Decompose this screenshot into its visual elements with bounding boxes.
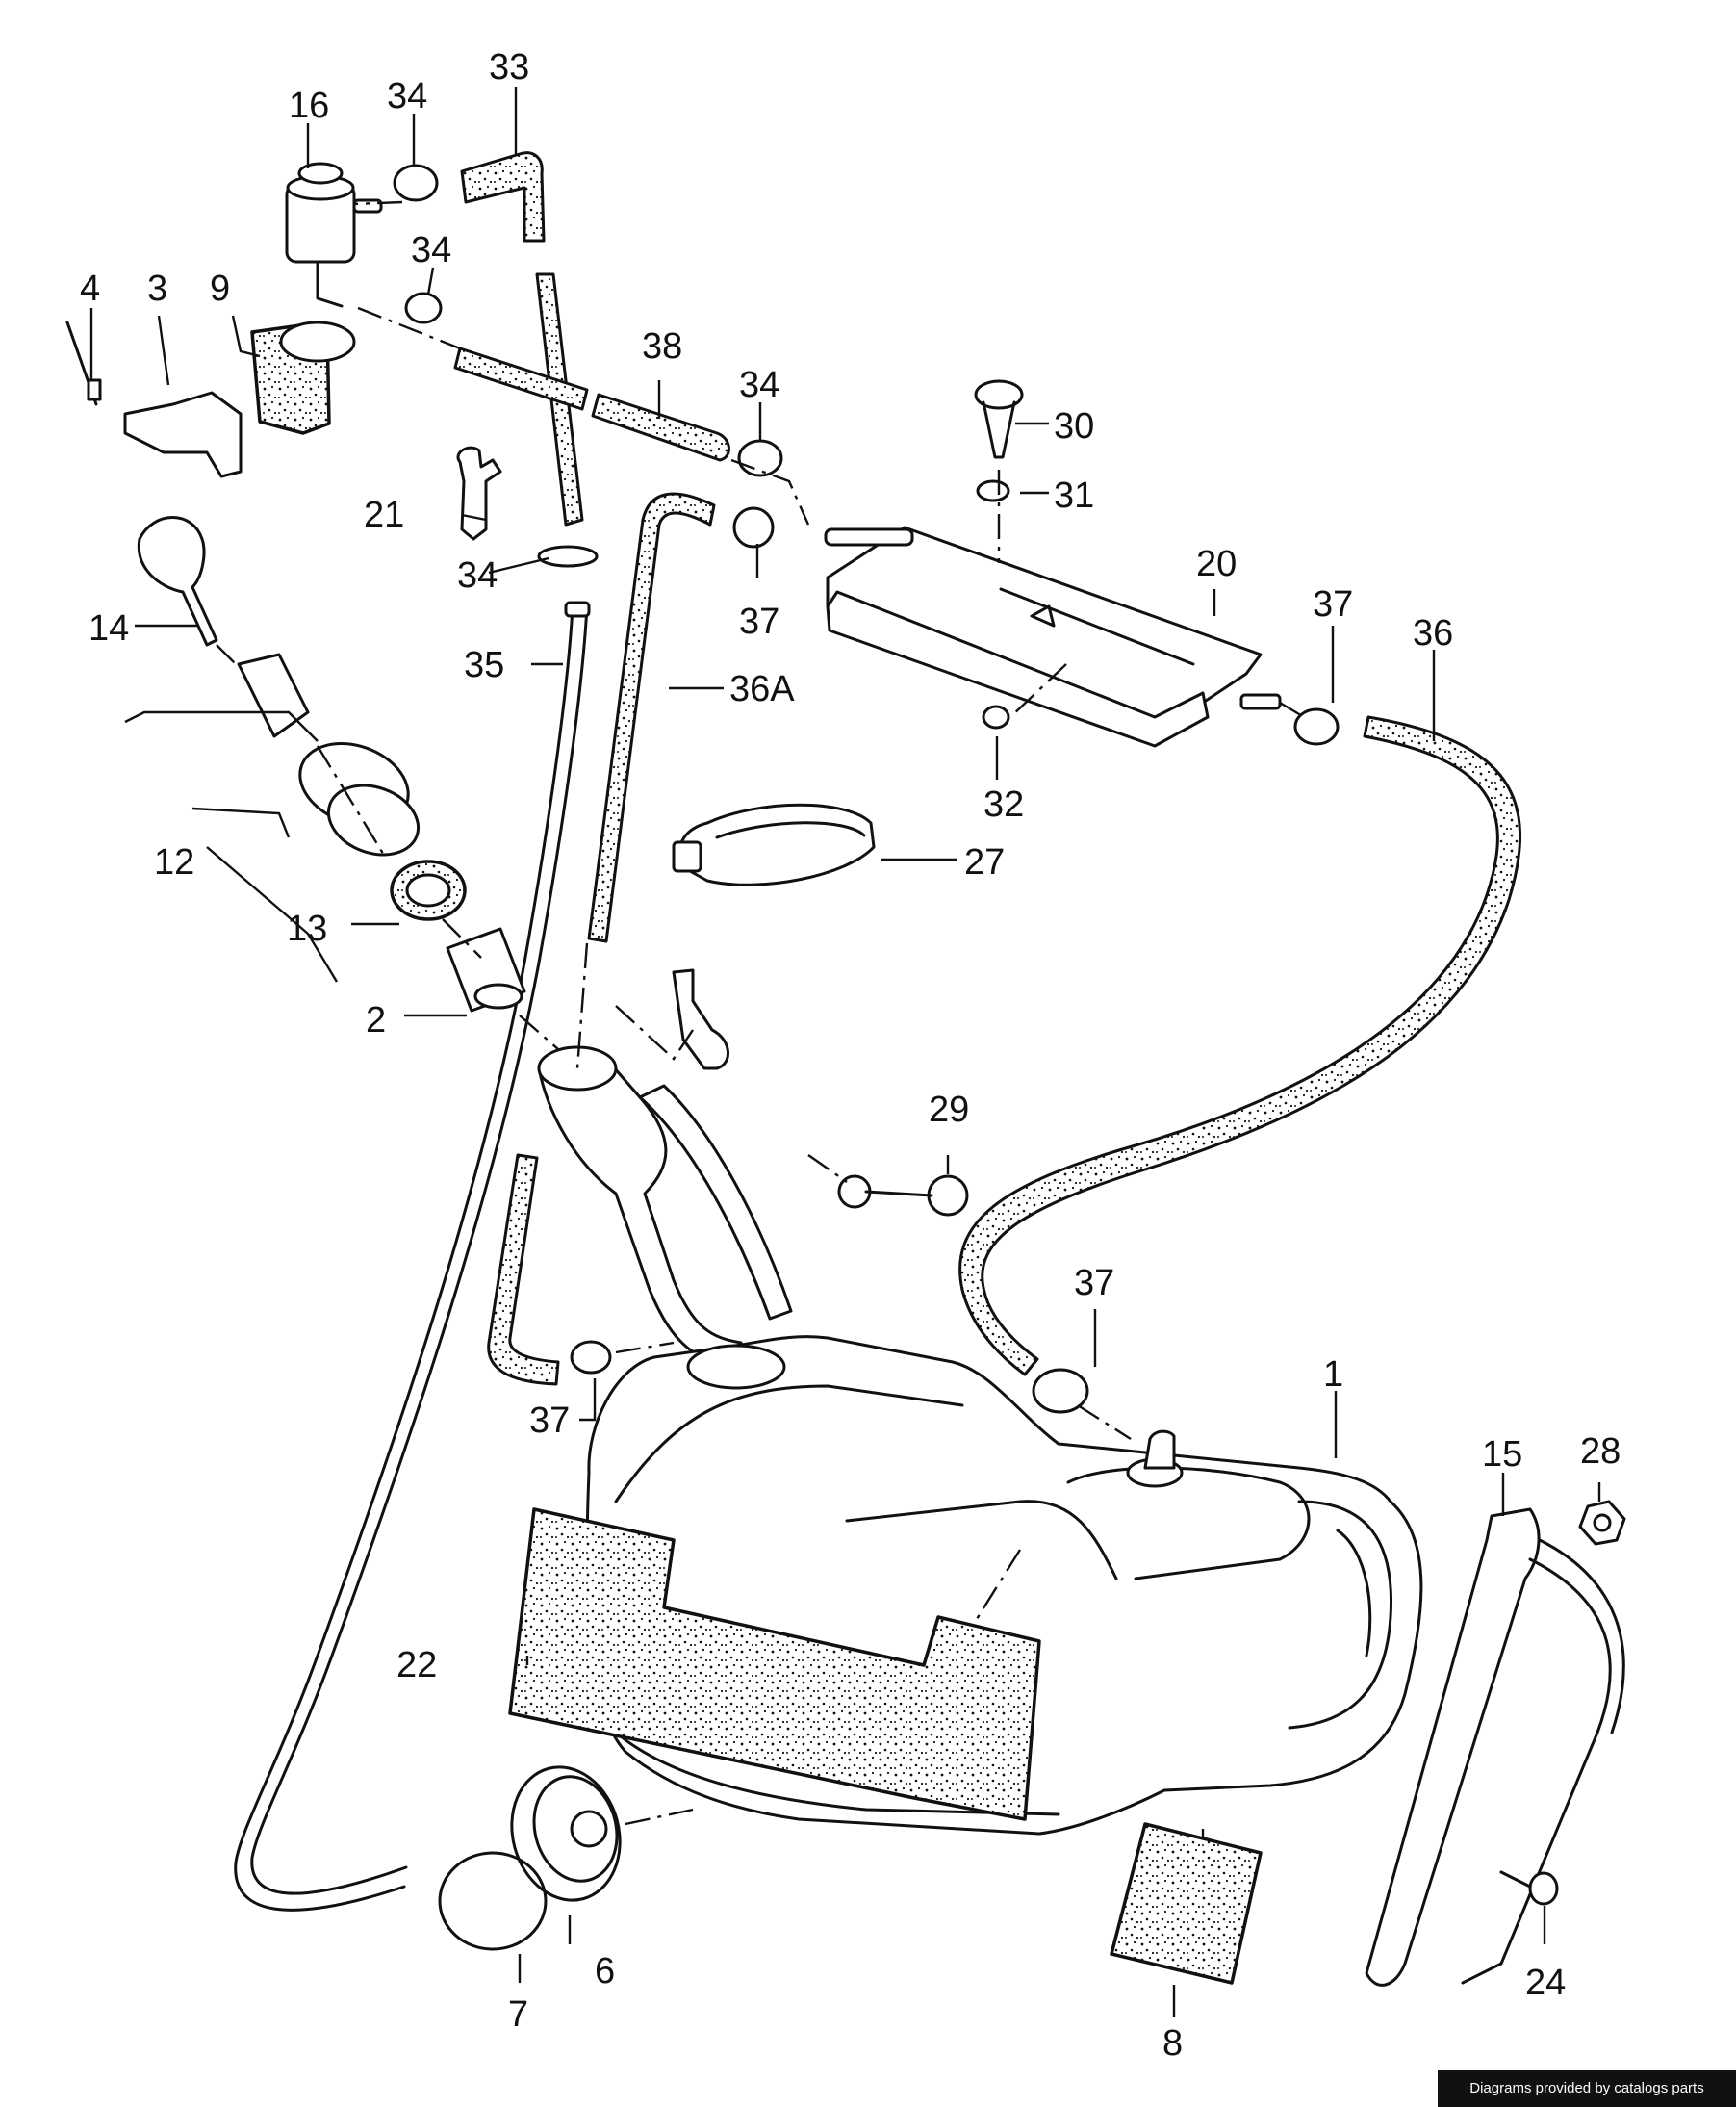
- label-37a: 37: [739, 602, 779, 642]
- label-21: 21: [364, 495, 404, 535]
- label-29: 29: [929, 1090, 969, 1130]
- label-37c: 37: [1074, 1263, 1114, 1303]
- hose-lower-left: [487, 1153, 560, 1386]
- label-34d: 34: [457, 555, 498, 596]
- cap-12: [298, 741, 421, 857]
- strap-15: [1365, 1507, 1625, 1987]
- bracket-9: [250, 321, 356, 435]
- band-clamp-27: [672, 803, 876, 886]
- label-2: 2: [366, 1000, 386, 1041]
- pad-22: [508, 1507, 1041, 1821]
- label-37b: 37: [1313, 584, 1353, 625]
- label-24: 24: [1525, 1963, 1566, 2003]
- label-34c: 34: [739, 365, 779, 405]
- breather-line-35: [234, 601, 591, 1912]
- hose-36A: [587, 492, 716, 943]
- label-31: 31: [1054, 475, 1094, 516]
- credit-banner: Diagrams provided by catalogs parts: [1438, 2070, 1736, 2107]
- label-13: 13: [287, 909, 327, 949]
- label-32: 32: [983, 784, 1024, 825]
- part-labels: 1 2 3 4 6 7 8 9 12 13 14 15 16 20 21 22 …: [80, 47, 1621, 2064]
- label-3: 3: [147, 269, 167, 309]
- label-8: 8: [1162, 2023, 1183, 2064]
- label-37d: 37: [529, 1400, 570, 1441]
- label-12: 12: [154, 842, 194, 883]
- pad-8: [1110, 1822, 1263, 1985]
- valve-20: [824, 526, 1282, 748]
- label-34b: 34: [411, 230, 451, 270]
- hose-38: [453, 347, 730, 462]
- label-36: 36: [1413, 613, 1453, 654]
- label-16: 16: [289, 86, 329, 126]
- label-14: 14: [89, 608, 129, 649]
- label-30: 30: [1054, 406, 1094, 447]
- valve-16: [285, 162, 383, 308]
- label-7: 7: [508, 1994, 528, 2035]
- hose-36: [958, 715, 1521, 1376]
- label-33: 33: [489, 47, 529, 88]
- bracket-3: [123, 391, 243, 478]
- clip-21: [456, 446, 502, 541]
- seal-7: [438, 1851, 548, 1951]
- label-22: 22: [396, 1645, 437, 1685]
- lock-cylinder: [237, 653, 310, 738]
- label-20: 20: [1196, 544, 1237, 584]
- seal-13: [390, 860, 467, 921]
- sender-cover-6: [510, 1765, 622, 1902]
- label-36A: 36A: [729, 669, 795, 709]
- label-15: 15: [1482, 1434, 1522, 1475]
- label-1: 1: [1323, 1354, 1343, 1395]
- pin-4: [65, 321, 102, 406]
- ring-2: [446, 927, 526, 1013]
- label-4: 4: [80, 269, 100, 309]
- label-6: 6: [595, 1951, 615, 1991]
- label-38: 38: [642, 326, 682, 367]
- key-14: [137, 516, 218, 647]
- label-9: 9: [210, 269, 230, 309]
- washer-31: [976, 479, 1010, 502]
- assembly-lines: [216, 200, 1305, 1826]
- bolt-24: [1499, 1870, 1559, 1906]
- label-27: 27: [964, 842, 1005, 883]
- filler-neck: [537, 1045, 793, 1369]
- nut-28: [1578, 1500, 1626, 1546]
- label-28: 28: [1580, 1431, 1621, 1472]
- hose-clamps: [393, 164, 1340, 1414]
- leader-lines: [89, 87, 1601, 2017]
- label-35: 35: [464, 645, 504, 685]
- screw-30: [974, 379, 1024, 459]
- screw-29: [672, 968, 969, 1217]
- label-34a: 34: [387, 76, 427, 116]
